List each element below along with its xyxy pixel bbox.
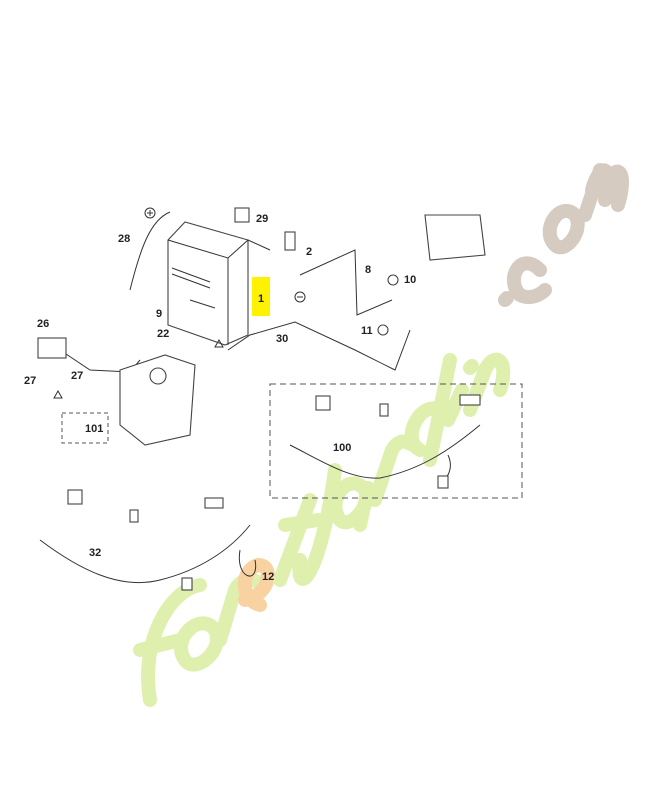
highlight-callout-1 xyxy=(252,277,270,316)
callout-101[interactable]: 101 xyxy=(85,423,103,435)
callout-28[interactable]: 28 xyxy=(118,233,130,245)
callout-32[interactable]: 32 xyxy=(89,547,101,559)
nut-10 xyxy=(387,274,399,286)
negative-icon xyxy=(294,291,306,303)
cable-12 xyxy=(238,549,257,577)
nut-11 xyxy=(377,324,389,336)
callout-22[interactable]: 22 xyxy=(157,328,169,340)
fuse-holder-2 xyxy=(284,231,296,251)
callout-9[interactable]: 9 xyxy=(156,308,162,320)
callout-29[interactable]: 29 xyxy=(256,213,268,225)
callout-2[interactable]: 2 xyxy=(306,246,312,258)
screw-101-box xyxy=(61,412,109,444)
battery-tray xyxy=(119,354,196,446)
callout-1[interactable]: 1 xyxy=(258,293,264,305)
callout-8[interactable]: 8 xyxy=(365,264,371,276)
relay-29 xyxy=(234,207,250,223)
callout-26[interactable]: 26 xyxy=(37,318,49,330)
engine-block xyxy=(424,214,486,261)
harness-100-box xyxy=(269,383,523,499)
callout-30[interactable]: 30 xyxy=(276,333,288,345)
callout-10[interactable]: 10 xyxy=(404,274,416,286)
callout-27-right[interactable]: 27 xyxy=(71,370,83,382)
harness-100 xyxy=(289,424,481,479)
triangle-icon xyxy=(214,338,224,348)
triangle-icon xyxy=(53,389,63,399)
positive-icon xyxy=(144,207,156,219)
callout-12[interactable]: 12 xyxy=(262,571,274,583)
bracket-26 xyxy=(37,337,67,359)
positive-cable xyxy=(129,211,171,291)
cable-30 xyxy=(227,321,411,371)
callouts: 1 2 8 9 10 11 12 22 26 27 27 28 29 30 32… xyxy=(24,213,416,583)
callout-11[interactable]: 11 xyxy=(361,325,373,337)
callout-27-left[interactable]: 27 xyxy=(24,375,36,387)
cable-8 xyxy=(299,249,393,316)
harness-32 xyxy=(39,524,251,584)
callout-100[interactable]: 100 xyxy=(333,442,351,454)
battery xyxy=(167,221,249,346)
